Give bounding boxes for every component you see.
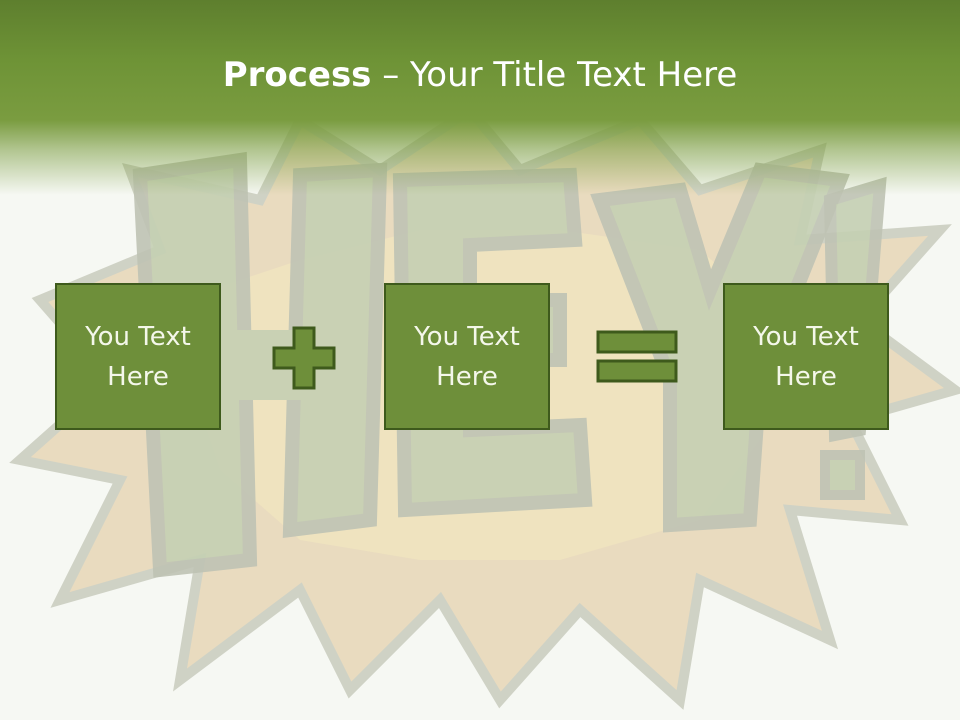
process-box-1-label: You Text Here <box>85 321 191 392</box>
process-box-2[interactable]: You Text Here <box>384 283 550 430</box>
process-box-3[interactable]: You Text Here <box>723 283 889 430</box>
title-rest: – Your Title Text Here <box>371 55 738 95</box>
process-box-1[interactable]: You Text Here <box>55 283 221 430</box>
letter-y <box>590 162 850 533</box>
plus-icon <box>272 326 336 390</box>
slide-title: Process – Your Title Text Here <box>0 52 960 98</box>
process-box-3-label: You Text Here <box>753 321 859 392</box>
process-box-2-label: You Text Here <box>414 321 520 392</box>
equals-icon <box>596 330 678 383</box>
title-banner <box>0 0 960 195</box>
title-bold: Process <box>222 55 372 95</box>
